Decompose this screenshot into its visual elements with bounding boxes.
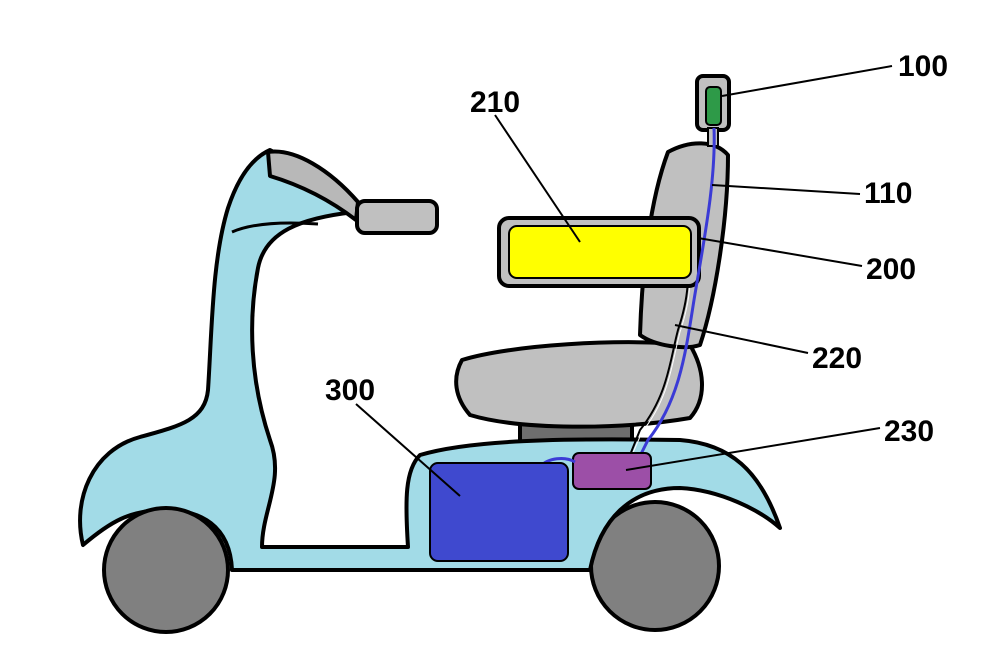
handlebar: [355, 199, 439, 235]
label-100: 100: [898, 50, 948, 83]
leader-300: [355, 403, 461, 497]
leader-210: [494, 114, 581, 243]
label-230: 230: [884, 415, 934, 448]
label-210: 210: [470, 86, 520, 119]
display-screen: [508, 225, 692, 279]
leader-200: [697, 237, 863, 267]
label-300: 300: [325, 374, 375, 407]
control-box: [572, 452, 652, 490]
sensor-element: [705, 86, 722, 126]
front-wheel: [102, 506, 230, 634]
leader-230: [625, 427, 881, 471]
label-200: 200: [866, 253, 916, 286]
leader-100: [721, 65, 893, 97]
battery: [429, 462, 569, 562]
steering-column-edge: [231, 221, 319, 234]
sensor-cable: [638, 127, 716, 457]
leader-110: [711, 184, 861, 195]
seat-cushion: [454, 340, 704, 429]
label-110: 110: [864, 177, 912, 210]
label-220: 220: [812, 342, 862, 375]
leader-220: [674, 324, 809, 354]
